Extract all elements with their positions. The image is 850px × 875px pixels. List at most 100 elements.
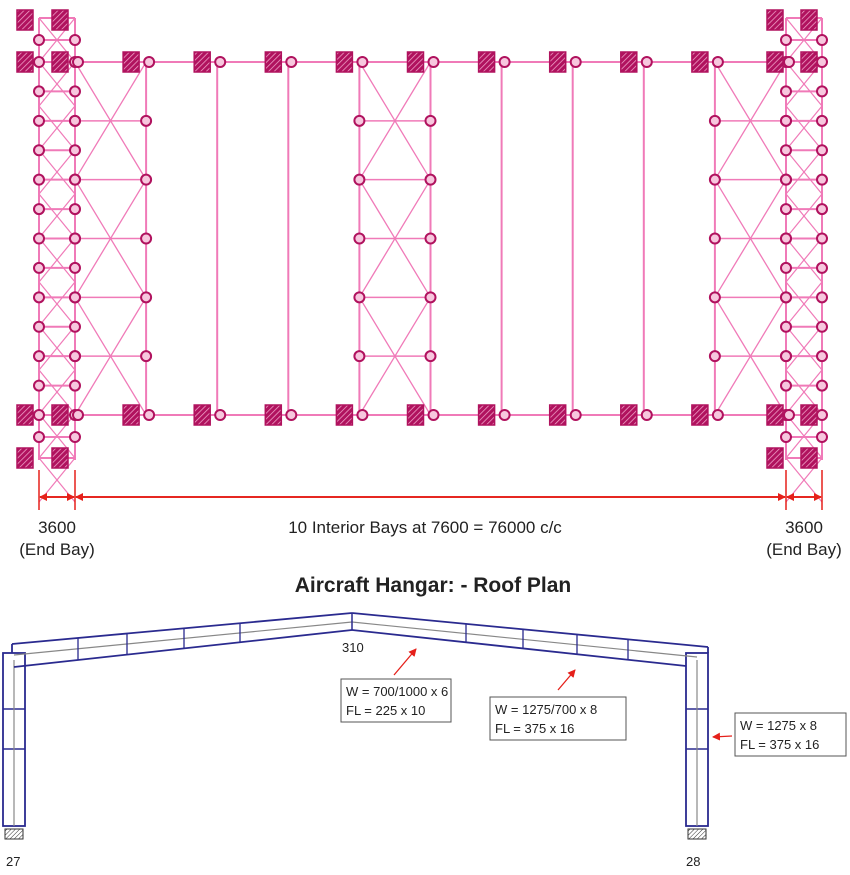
column-icon	[16, 447, 34, 469]
bolt-node-icon	[783, 409, 795, 421]
bolt-node-icon	[816, 350, 828, 363]
column-icon	[264, 51, 283, 73]
column-icon	[51, 404, 69, 426]
bolt-node-icon	[816, 261, 828, 274]
bolt-node-icon	[69, 261, 81, 274]
bolt-node-icon	[816, 232, 828, 245]
column-icon	[477, 51, 496, 73]
column-icon	[335, 51, 354, 73]
column-icon	[406, 404, 425, 426]
bolt-node-icon	[353, 173, 366, 186]
bolt-node-icon	[356, 56, 369, 68]
bolt-node-icon	[424, 232, 437, 245]
bolt-node-icon	[33, 56, 45, 68]
bolt-node-icon	[33, 173, 45, 186]
bolt-node-icon	[356, 409, 369, 421]
column-icon	[691, 51, 709, 73]
fixed-support-icon	[4, 828, 24, 840]
column-icon	[16, 51, 34, 73]
bolt-node-icon	[816, 173, 828, 186]
bolt-node-icon	[69, 85, 81, 98]
bolt-node-icon	[708, 114, 721, 127]
callout-arrow	[712, 732, 733, 741]
bolt-node-icon	[640, 56, 653, 68]
bolt-node-icon	[708, 232, 721, 245]
bolt-node-icon	[33, 261, 45, 274]
bolt-node-icon	[69, 350, 81, 363]
bolt-node-icon	[816, 379, 828, 392]
bolt-node-icon	[33, 431, 45, 443]
bolt-node-icon	[640, 409, 653, 421]
cross-brace	[785, 237, 823, 283]
cross-brace	[785, 325, 823, 371]
bolt-node-icon	[33, 114, 45, 127]
bolt-node-icon	[711, 409, 724, 421]
bolt-node-icon	[33, 320, 45, 333]
column-icon	[122, 51, 140, 73]
bolt-node-icon	[69, 291, 81, 304]
bolt-node-icon	[780, 34, 792, 46]
bolt-node-icon	[498, 56, 511, 68]
bolt-node-icon	[33, 379, 45, 392]
svg-text:FL = 375 x 16: FL = 375 x 16	[740, 737, 819, 752]
cross-brace	[38, 105, 76, 151]
bolt-node-icon	[424, 114, 437, 127]
bolt-node-icon	[780, 85, 792, 98]
bolt-node-icon	[69, 144, 81, 157]
callout-arrow	[557, 669, 576, 691]
svg-text:FL = 225 x 10: FL = 225 x 10	[346, 703, 425, 718]
right-end-bay-dimension: 3600	[785, 518, 823, 537]
column-icon	[16, 9, 34, 31]
bolt-node-icon	[816, 409, 828, 421]
bolt-node-icon	[353, 114, 366, 127]
bolt-node-icon	[424, 291, 437, 304]
column-icon	[800, 404, 818, 426]
roof-plan	[16, 9, 828, 503]
bolt-node-icon	[33, 34, 45, 46]
bolt-node-icon	[780, 320, 792, 333]
bolt-node-icon	[143, 56, 156, 68]
column-icon	[766, 9, 784, 31]
cross-brace	[38, 281, 76, 327]
bolt-node-icon	[72, 409, 84, 421]
bolt-node-icon	[816, 85, 828, 98]
bolt-node-icon	[780, 203, 792, 216]
bolt-node-icon	[140, 232, 153, 245]
callout-2: W = 1275/700 x 8 FL = 375 x 16	[489, 669, 627, 741]
cross-brace	[38, 369, 76, 415]
portal-frame-elevation	[2, 612, 709, 840]
bolt-node-icon	[214, 56, 227, 68]
centerline	[351, 621, 698, 658]
cross-brace	[38, 149, 76, 195]
cross-brace	[38, 237, 76, 283]
column-icon	[51, 9, 69, 31]
column-icon	[766, 447, 784, 469]
svg-text:FL = 375 x 16: FL = 375 x 16	[495, 721, 574, 736]
bolt-node-icon	[708, 291, 721, 304]
bolt-node-icon	[69, 232, 81, 245]
column-icon	[548, 404, 567, 426]
bolt-node-icon	[33, 409, 45, 421]
bolt-node-icon	[569, 409, 582, 421]
bolt-node-icon	[69, 203, 81, 216]
bolt-node-icon	[424, 350, 437, 363]
column-icon	[800, 9, 818, 31]
interior-bays-dimension: 10 Interior Bays at 7600 = 76000 c/c	[288, 518, 562, 537]
bolt-node-icon	[214, 409, 227, 421]
dimension-line	[38, 470, 823, 510]
column-icon	[548, 51, 567, 73]
column-icon	[193, 404, 211, 426]
bolt-node-icon	[424, 173, 437, 186]
bolt-node-icon	[69, 320, 81, 333]
callout-arrow	[393, 648, 417, 676]
bolt-node-icon	[353, 232, 366, 245]
cross-brace	[38, 61, 76, 107]
bolt-node-icon	[140, 291, 153, 304]
column-icon	[406, 51, 425, 73]
right-rafter-top	[351, 612, 709, 648]
bolt-node-icon	[780, 173, 792, 186]
column-icon	[766, 51, 784, 73]
bolt-node-icon	[780, 379, 792, 392]
left-end-bay-note: (End Bay)	[19, 540, 95, 559]
